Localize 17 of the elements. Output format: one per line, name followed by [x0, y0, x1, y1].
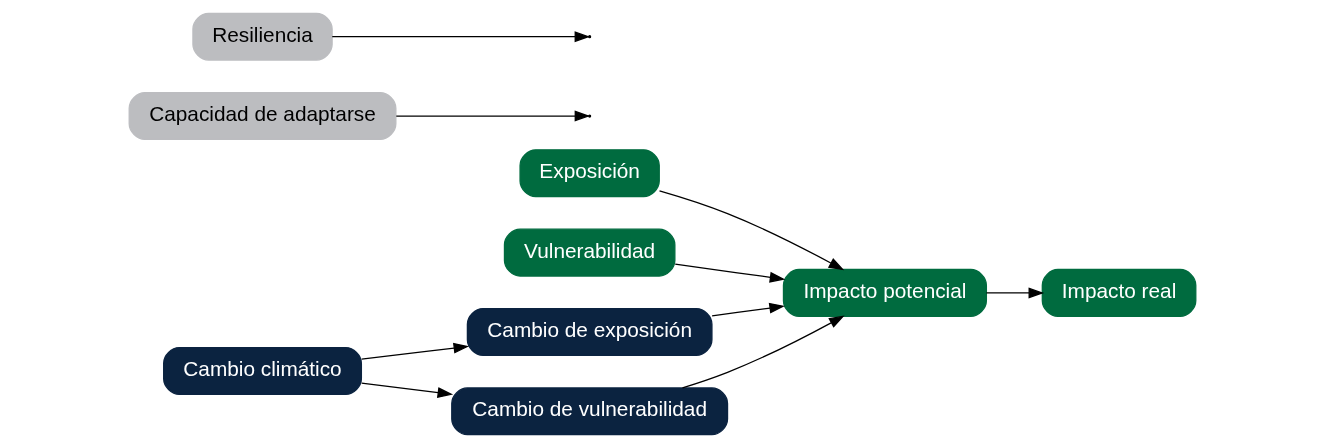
- node-box: Cambio de vulnerabilidad: [450, 387, 728, 436]
- arrow: [360, 342, 469, 360]
- arrow: [331, 31, 590, 43]
- arrow: [360, 382, 453, 398]
- node-box: Exposición: [518, 149, 660, 198]
- arrow: [710, 302, 785, 317]
- node-box: Cambio de exposición: [466, 307, 713, 356]
- arrow: [985, 287, 1044, 299]
- arrow: [681, 315, 845, 389]
- node-box: Impacto potencial: [782, 268, 987, 317]
- arrow: [658, 190, 844, 271]
- node-box: Cambio climático: [162, 346, 362, 396]
- arrow: [674, 263, 785, 283]
- node-box: Vulnerabilidad: [503, 228, 675, 277]
- node-box: Impacto real: [1041, 268, 1196, 317]
- node-box: Capacidad de adaptarse: [128, 91, 396, 141]
- node-box: Resiliencia: [191, 12, 333, 61]
